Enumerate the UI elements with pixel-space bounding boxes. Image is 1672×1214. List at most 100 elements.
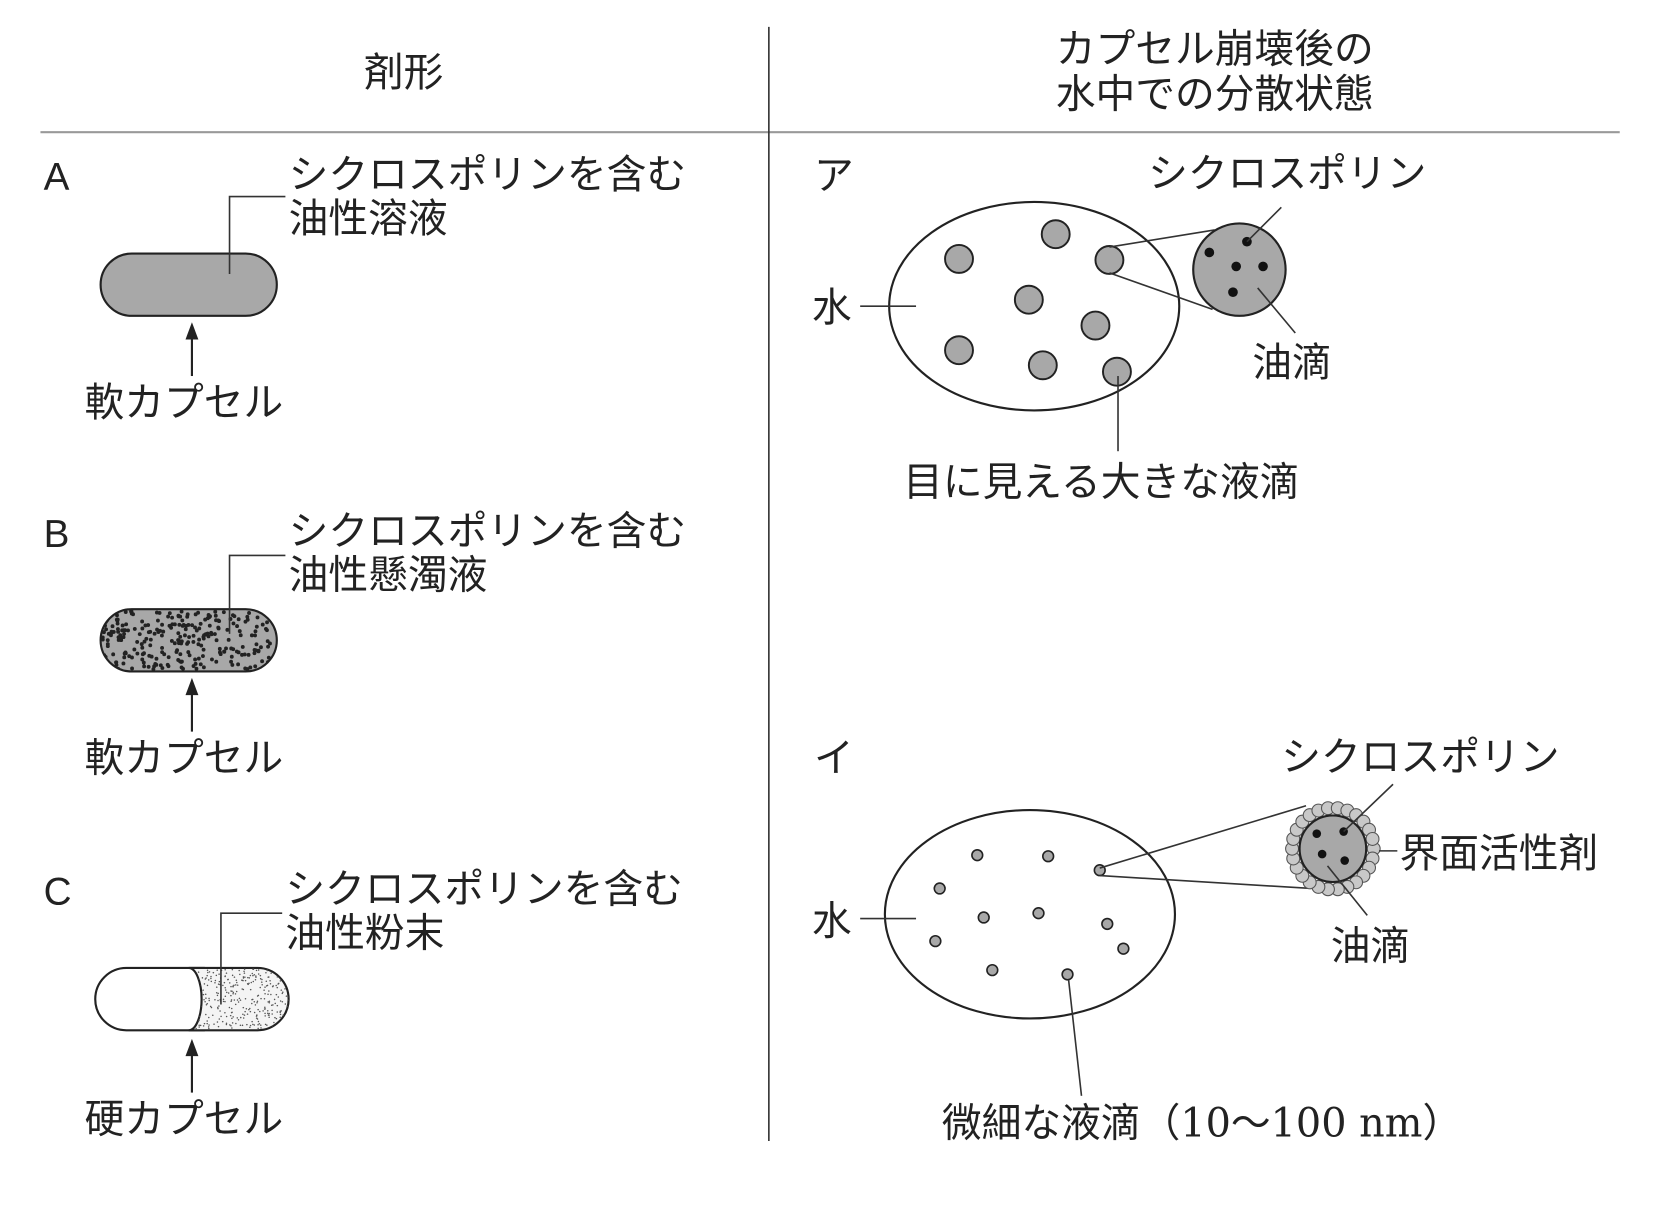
particle — [206, 634, 211, 639]
speckle — [287, 978, 289, 981]
content-label-line2: 油性懸濁液 — [289, 553, 488, 599]
particle — [140, 619, 145, 624]
speckle — [214, 999, 216, 1001]
speckle — [249, 988, 252, 991]
oil-drop-label: 油滴 — [1252, 340, 1332, 386]
large-oil-droplets — [944, 219, 1132, 387]
speckle — [257, 1020, 260, 1023]
particle — [180, 623, 185, 628]
speckle — [264, 993, 266, 995]
particle — [245, 614, 250, 619]
speckle — [242, 988, 245, 991]
speckle — [279, 1010, 282, 1013]
speckle — [225, 972, 228, 974]
oil-droplet — [1042, 850, 1055, 863]
speckle — [249, 1007, 251, 1010]
speckle — [231, 1027, 233, 1029]
speckle — [231, 1011, 233, 1014]
particle — [183, 627, 188, 632]
particle — [121, 661, 126, 666]
particle — [154, 656, 159, 661]
particle — [249, 633, 254, 638]
particle — [122, 632, 126, 636]
content-label-line1: シクロスポリンを含む — [285, 866, 683, 912]
speckle — [260, 997, 262, 1000]
speckle — [239, 973, 241, 976]
particle — [106, 631, 111, 636]
oil-droplet — [977, 911, 990, 924]
speckle — [228, 982, 231, 984]
particle — [105, 638, 110, 643]
speckle — [224, 989, 227, 991]
speckle — [217, 1007, 219, 1010]
speckle — [258, 1022, 261, 1025]
particle — [190, 623, 195, 628]
speckle — [232, 992, 234, 995]
particle — [142, 664, 147, 669]
speckle — [222, 1000, 225, 1003]
speckle — [220, 1015, 222, 1018]
particle — [238, 633, 243, 638]
oil-droplet — [1101, 917, 1114, 931]
speckle — [225, 1015, 228, 1018]
form-letter: A — [44, 156, 70, 199]
particle — [231, 621, 236, 626]
particle — [229, 646, 234, 651]
speckle — [207, 979, 210, 981]
particle — [266, 644, 271, 649]
particle — [120, 628, 125, 633]
form-a: A シクロスポリンを含む 油性溶液 軟カプセル — [44, 152, 686, 426]
content-label-line2: 油性溶液 — [289, 196, 448, 242]
hard-capsule-cap-powder — [188, 966, 290, 1032]
capsule-type-label: 軟カプセル — [85, 735, 284, 781]
particle — [161, 629, 166, 634]
speckle — [210, 1006, 213, 1009]
speckle — [276, 1004, 279, 1007]
particle — [146, 664, 151, 669]
particle — [216, 626, 221, 631]
speckle — [203, 998, 205, 1001]
header-dispersion-line1: カプセル崩壊後の — [1056, 26, 1374, 72]
surfactant-layer — [1285, 801, 1381, 897]
speckle — [252, 974, 254, 977]
speckle — [202, 993, 205, 996]
speckle — [246, 1023, 248, 1026]
speckle — [262, 1010, 264, 1012]
particle — [254, 624, 259, 629]
oil-droplet — [971, 848, 984, 862]
particle — [169, 638, 174, 643]
speckle — [253, 1001, 256, 1003]
particle — [197, 637, 202, 642]
speckle — [229, 1024, 231, 1026]
speckle — [223, 981, 226, 984]
speckle — [265, 980, 268, 983]
speckle — [239, 1016, 242, 1019]
leader-line — [228, 195, 286, 274]
speckle — [244, 998, 247, 1000]
speckle — [282, 968, 285, 970]
speckle — [227, 992, 230, 994]
speckle — [214, 982, 216, 984]
speckle — [286, 1005, 288, 1007]
speckle — [289, 970, 291, 972]
particle — [232, 614, 237, 619]
speckle — [208, 1027, 210, 1030]
particle — [158, 628, 163, 633]
particle — [240, 644, 245, 649]
particle — [235, 624, 240, 629]
particle — [114, 617, 119, 622]
particle — [176, 638, 181, 642]
speckle — [217, 999, 219, 1002]
particle — [135, 639, 140, 644]
speckle — [277, 971, 279, 973]
particle — [148, 643, 153, 648]
particle — [186, 650, 191, 655]
particle — [201, 647, 206, 652]
particle — [160, 622, 165, 627]
particle — [126, 628, 130, 633]
particle — [214, 638, 219, 643]
cyclosporine-molecules — [1204, 236, 1268, 298]
speckle — [268, 976, 270, 978]
particle — [243, 666, 248, 671]
